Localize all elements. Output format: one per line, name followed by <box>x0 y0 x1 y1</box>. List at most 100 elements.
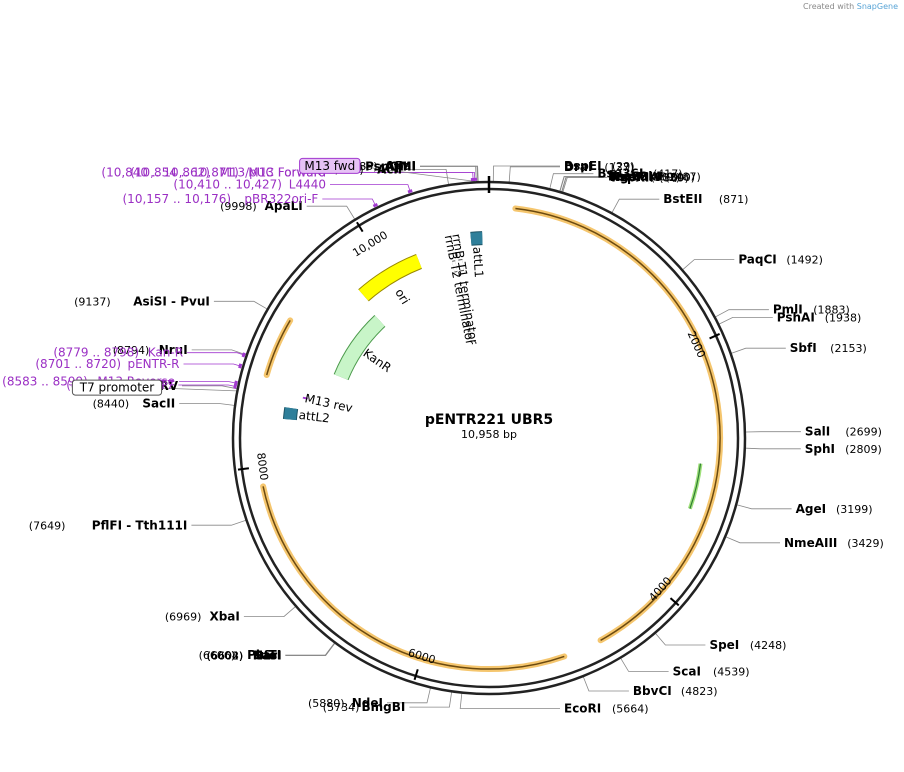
site-name: PmlI <box>773 303 803 317</box>
site-position: (500) <box>666 171 696 184</box>
site-leader-line <box>191 520 246 526</box>
site-leader-line <box>731 347 786 354</box>
site-leader-line <box>409 692 452 708</box>
site-label[interactable]: NaeI(502) <box>610 170 680 184</box>
site-label[interactable]: ScaI (4539) <box>673 664 750 678</box>
site-position: (417) <box>653 168 683 181</box>
site-position: (7649) <box>29 519 66 532</box>
site-position: (4539) <box>713 665 750 678</box>
boxed-feature-label[interactable]: T7 promoter <box>71 379 163 396</box>
site-leader-line <box>492 165 560 182</box>
site-label[interactable]: KasI (6602) <box>207 649 282 663</box>
site-position: (2153) <box>830 342 867 355</box>
site-label[interactable]: NruI(8794) <box>113 343 188 357</box>
primer-name: Kan-R <box>148 346 183 360</box>
primer-leader-line <box>187 352 244 356</box>
site-label[interactable]: PaqCI(1492) <box>738 253 823 267</box>
tick-mark <box>237 467 250 471</box>
site-name: SalI <box>805 425 830 439</box>
site-leader-line <box>182 385 237 390</box>
credit-brand: SnapGene <box>856 2 898 11</box>
site-name: AclI <box>377 162 402 176</box>
site-leader-line <box>191 349 247 356</box>
site-label[interactable]: NmeAIII(3429) <box>784 536 884 550</box>
site-name: ScaI <box>673 664 701 678</box>
primer-label[interactable]: pENTR-R(8701 .. 8720) <box>35 357 179 371</box>
site-leader-line <box>285 642 335 656</box>
primer-label[interactable]: pBR322ori-F(10,157 .. 10,176) <box>123 192 319 206</box>
site-label[interactable]: DraI(137) <box>564 160 634 174</box>
site-leader-line <box>406 168 449 185</box>
site-label[interactable]: BstEII(871) <box>663 192 748 206</box>
site-label[interactable]: SpeI(4248) <box>709 638 786 652</box>
orange-arc-main-core <box>515 207 721 641</box>
primer-label[interactable]: Kan-R (8779 .. 8798) <box>53 346 183 360</box>
primer-leader-line <box>322 198 376 206</box>
primer-leader-line <box>183 363 241 367</box>
site-label[interactable]: NgoMIV(500) <box>610 170 695 184</box>
site-label[interactable]: PflFI - Tth111I(7649) <box>29 518 188 532</box>
site-label[interactable]: SacI(489) <box>608 170 678 184</box>
primer-mark <box>233 383 238 389</box>
site-position: (2809) <box>845 443 882 456</box>
labels-layer: BspEI(29)DraI(137)Bsu36I(417)Eco53kI(487… <box>2 157 884 715</box>
tick-mark <box>356 221 364 233</box>
site-label[interactable]: PmlI (1883) <box>773 303 850 317</box>
site-label[interactable]: PluTI(6606) <box>199 648 282 662</box>
primer-label[interactable]: L4440(10,410 .. 10,427) <box>173 178 326 192</box>
boxed-feature-label[interactable]: M13 fwd <box>299 157 361 174</box>
feature-label: ori <box>392 286 412 307</box>
site-leader-line <box>179 403 235 406</box>
site-position: (1883) <box>813 304 850 317</box>
site-position: (871) <box>719 193 749 206</box>
site-label[interactable]: Bsu36I(417) <box>597 167 682 181</box>
site-label[interactable]: SbfI(2153) <box>790 341 867 355</box>
site-position: (9137) <box>74 295 111 308</box>
site-label[interactable]: EcoRI(5664) <box>564 701 649 715</box>
site-position: (4823) <box>681 685 718 698</box>
site-label[interactable]: PshAI(1938) <box>777 310 862 324</box>
site-name: AsiSI - PvuI <box>133 294 210 308</box>
primer-range: (8779 .. 8798) <box>53 346 139 360</box>
site-label[interactable]: NdeI(5880) <box>308 696 383 710</box>
boxed-feature-name: M13 fwd <box>304 159 355 173</box>
site-position: (1492) <box>786 254 823 267</box>
site-leader-line <box>745 447 801 450</box>
site-label[interactable]: SphI(2809) <box>805 442 882 456</box>
site-label[interactable]: BmgBI(5734) <box>323 700 406 714</box>
site-name: KasI <box>253 649 282 663</box>
primer-name: pENTR-R <box>127 357 179 371</box>
primer-name: T7 <box>158 378 174 392</box>
site-label[interactable]: BbvCI(4823) <box>633 684 718 698</box>
tick-mark <box>709 332 721 340</box>
tick-label: 2000 <box>685 329 708 360</box>
plasmid-length: 10,958 bp <box>461 428 517 441</box>
site-label[interactable]: SfoI(6604) <box>206 648 281 662</box>
site-name: PspXI <box>611 171 649 185</box>
feature-arrow <box>358 254 422 301</box>
site-name: AgeI <box>796 502 826 516</box>
leader-lines-layer <box>161 165 801 709</box>
site-leader-line <box>620 658 669 672</box>
site-label[interactable]: NarI(6603) <box>207 648 282 662</box>
site-label[interactable]: XbaI(6969) <box>165 610 240 624</box>
site-leader-line <box>559 176 605 192</box>
site-name: XbaI <box>209 610 239 624</box>
feature-leader-line <box>161 387 237 392</box>
site-label[interactable]: AsiSI - PvuI (9137) <box>74 294 210 308</box>
site-label[interactable]: AgeI(3199) <box>796 502 873 516</box>
primer-leader-line <box>330 172 474 180</box>
site-label[interactable]: ApaLI(9998) <box>220 199 303 213</box>
site-label[interactable]: PspXI(509) <box>611 171 689 185</box>
primer-mark <box>372 202 379 208</box>
site-label[interactable]: SalI(2699) <box>805 425 882 439</box>
site-position: (6602) <box>207 650 244 663</box>
primer-mark <box>241 352 246 358</box>
orange-arc-lower <box>260 483 568 673</box>
backbone-ring <box>231 176 747 696</box>
site-label[interactable]: BspEI(29) <box>564 159 635 173</box>
site-label[interactable]: Eco53kI(487) <box>608 170 701 184</box>
boxed-feature-name: T7 promoter <box>79 381 155 395</box>
site-label[interactable]: SacII(8440) <box>93 397 176 411</box>
features-layer <box>233 177 483 421</box>
